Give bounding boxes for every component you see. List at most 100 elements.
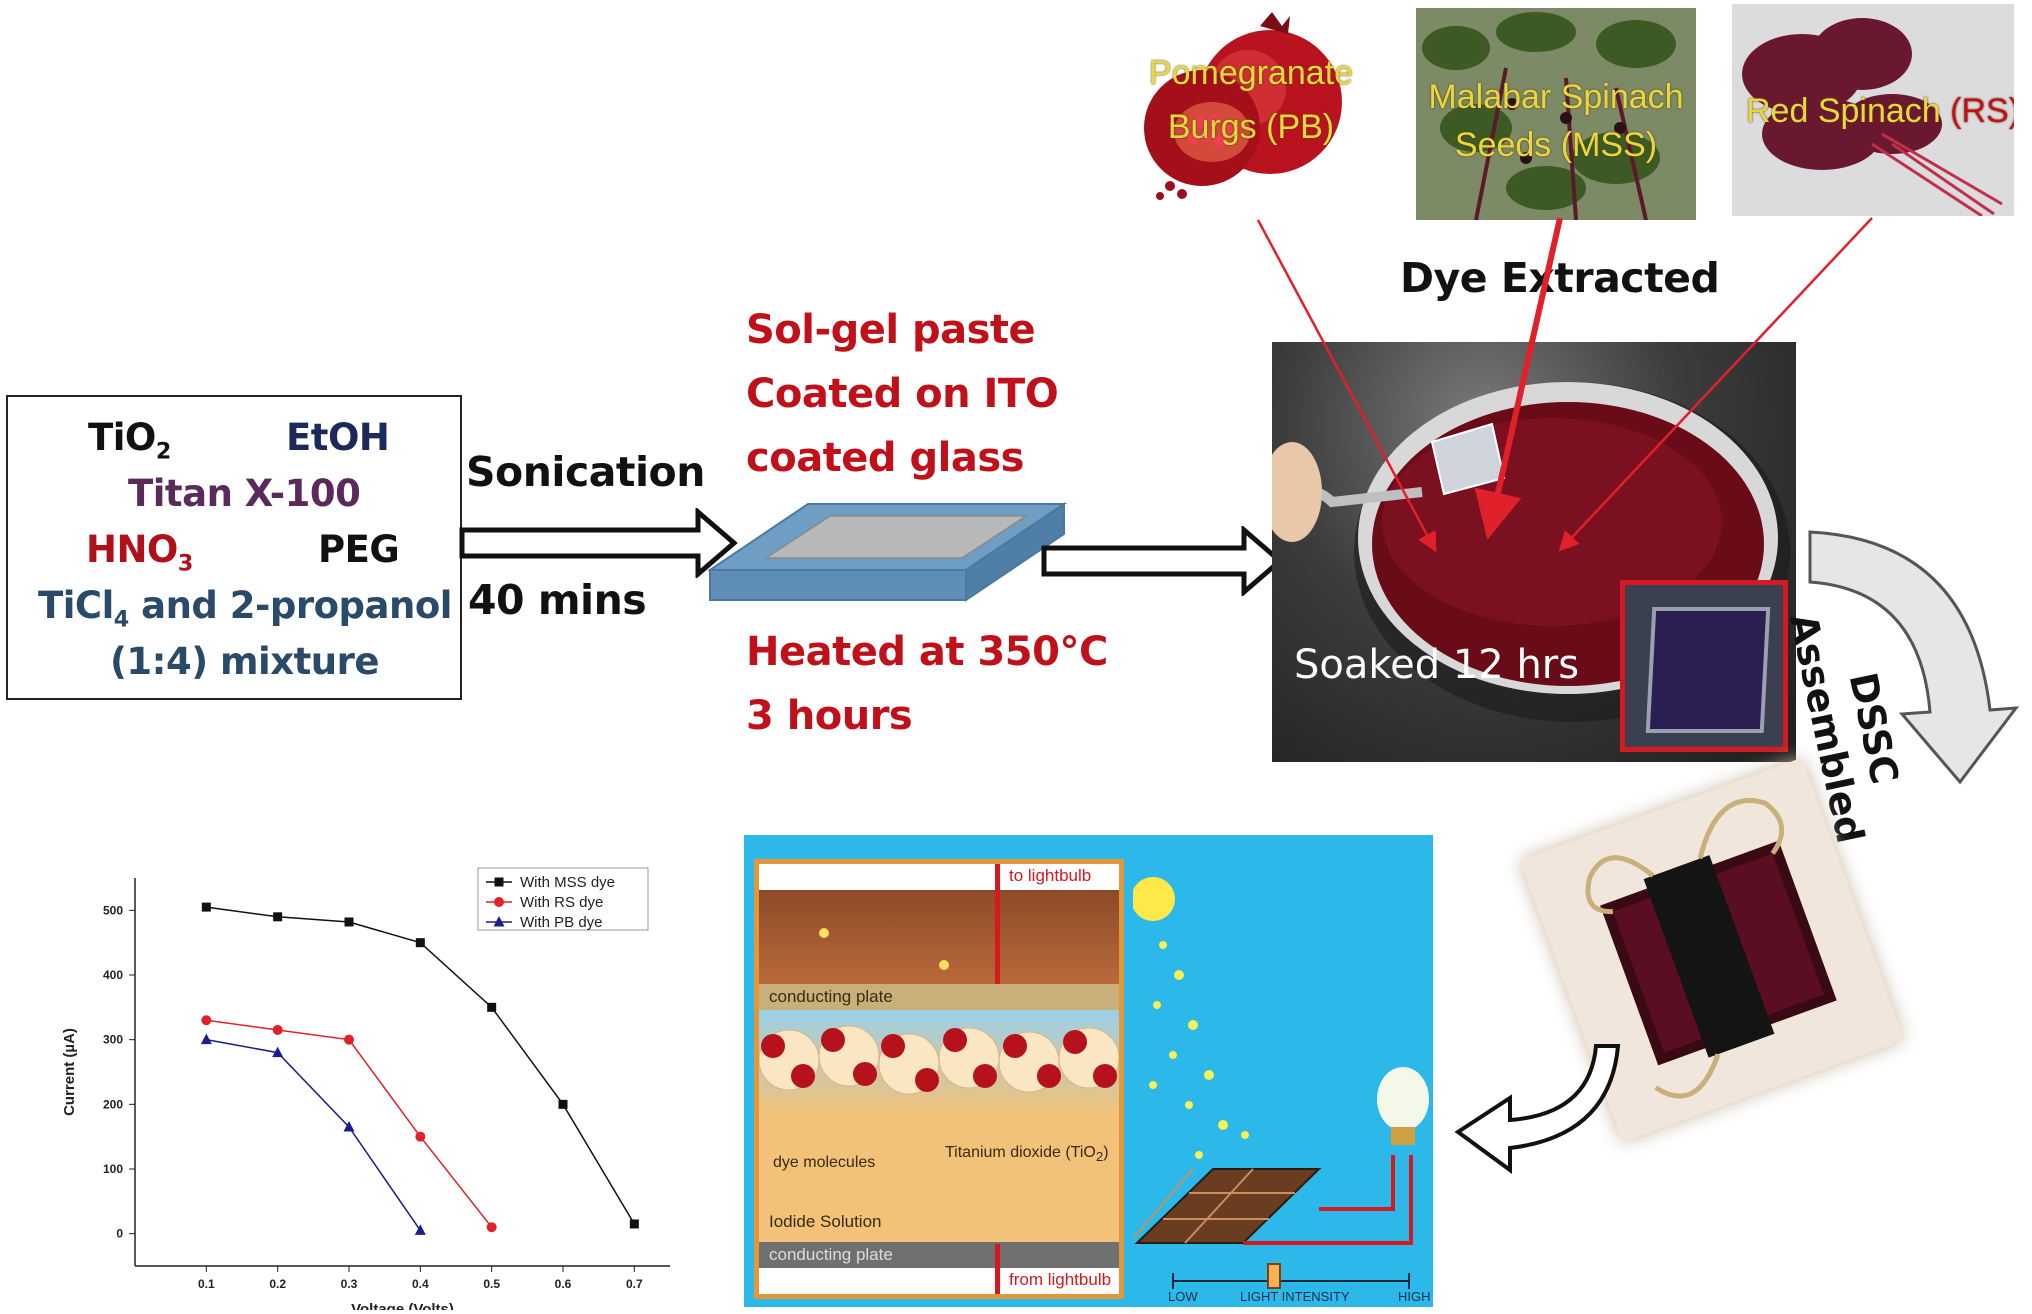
x-tick-label: 0.6 — [555, 1277, 572, 1291]
circle-marker — [494, 897, 504, 907]
pomegranate-image — [1144, 12, 1342, 200]
circle-marker — [272, 1024, 283, 1035]
y-tick-label: 400 — [103, 968, 123, 982]
mss-label-line2: Seeds (MSS) — [1454, 126, 1658, 164]
glass-slide-image — [708, 502, 1068, 602]
solgel-line2: Coated on ITO — [746, 371, 1059, 417]
legend-label: With RS dye — [520, 894, 603, 911]
triangle-marker — [272, 1046, 284, 1058]
square-marker — [273, 912, 283, 922]
malabar-spinach-image — [1416, 8, 1696, 220]
electrode-top — [759, 890, 1119, 984]
legend-label: With PB dye — [520, 914, 603, 931]
light-intensity-slider[interactable] — [1267, 1263, 1282, 1289]
ingredients-box: TiO2 EtOH Titan X-100 HNO3 PEG TiCl4 and… — [6, 395, 462, 700]
titan-label: Titan X-100 — [128, 472, 361, 515]
iodide-solution-label: Iodide Solution — [769, 1212, 882, 1231]
etoh-label: EtOH — [286, 416, 390, 459]
solgel-line1: Sol-gel paste — [746, 307, 1036, 353]
duration-label: 40 mins — [468, 576, 647, 624]
bottom-strip — [759, 1268, 1119, 1294]
conducting-plate-top — [759, 984, 1119, 1010]
y-tick-label: 100 — [103, 1162, 123, 1176]
rs-label: Red Spinach (RS) — [1746, 92, 2014, 130]
arrow-right-icon — [1041, 526, 1284, 596]
series-circle — [201, 1015, 497, 1233]
series-triangle — [200, 1033, 426, 1235]
x-tick-label: 0.4 — [412, 1277, 429, 1291]
soaked-slide-inset — [1620, 580, 1788, 752]
square-marker — [415, 938, 425, 948]
tio2-label: TiO2 — [88, 416, 171, 465]
sunlight-scene-image — [1133, 877, 1429, 1289]
x-axis-label: Voltage (Volts) — [351, 1301, 454, 1310]
triangle-marker — [493, 916, 505, 927]
x-tick-label: 0.5 — [483, 1277, 500, 1291]
legend-label: With MSS dye — [520, 874, 615, 891]
series-line — [206, 906, 635, 1225]
assembled-dssc-photo — [1519, 757, 1905, 1143]
soaking-dish-photo: Soaked 12 hrs — [1272, 342, 1796, 762]
circle-marker — [201, 1015, 212, 1026]
binder-clip-cell-image — [1585, 798, 1837, 1099]
dye-molecules-label: dye molecules — [773, 1154, 876, 1171]
red-spinach-image — [1732, 4, 2014, 216]
pb-label-line1: Pomegranate — [1148, 54, 1354, 92]
arrow-right-icon — [459, 508, 738, 578]
return-arrow-icon — [1454, 1044, 1621, 1174]
circle-marker — [415, 1131, 426, 1142]
conducting-plate-bottom — [759, 1242, 1119, 1268]
x-tick-label: 0.3 — [341, 1277, 358, 1291]
high-label: HIGH — [1398, 1289, 1431, 1304]
heat-line1: Heated at 350°C — [746, 629, 1108, 675]
top-strip — [759, 864, 1119, 890]
square-marker — [494, 877, 504, 887]
square-marker — [629, 1219, 639, 1229]
peg-label: PEG — [318, 528, 400, 571]
y-tick-label: 500 — [103, 903, 123, 917]
heat-line2: 3 hours — [746, 693, 913, 739]
x-tick-label: 0.2 — [269, 1277, 286, 1291]
dye-molecules-image — [758, 1025, 1120, 1095]
from-lightbulb-label: from lightbulb — [1009, 1270, 1112, 1289]
sonication-label: Sonication — [466, 448, 705, 496]
series-square — [201, 902, 639, 1229]
red-spinach-photo: Red Spinach (RS) — [1732, 4, 2014, 216]
light-intensity-label: LIGHT INTENSITY — [1240, 1289, 1350, 1304]
circle-marker — [486, 1222, 497, 1233]
square-marker — [344, 917, 354, 927]
mss-label-line1: Malabar Spinach — [1428, 78, 1684, 116]
curved-arrow-icon — [1808, 530, 2020, 785]
circle-marker — [344, 1034, 354, 1045]
solgel-line3: coated glass — [746, 435, 1024, 481]
triangle-marker — [343, 1120, 355, 1132]
triangle-marker — [414, 1224, 426, 1235]
ticl4-label: TiCl4 and 2-propanol — [38, 584, 452, 633]
cell-cross-section: to lightbulb conducting plate dye molecu… — [754, 859, 1124, 1299]
square-marker — [487, 1002, 497, 1012]
conducting-plate-bottom-label: conducting plate — [769, 1245, 893, 1264]
mixture-label: (1:4) mixture — [110, 640, 379, 683]
square-marker — [201, 902, 211, 912]
dssc-illustration: to lightbulb conducting plate dye molecu… — [744, 835, 1433, 1307]
conducting-plate-top-label: conducting plate — [769, 987, 893, 1006]
x-tick-label: 0.1 — [198, 1277, 215, 1291]
square-marker — [558, 1099, 568, 1109]
dye-extracted-label: Dye Extracted — [1400, 254, 1720, 302]
series-line — [206, 1038, 421, 1231]
low-label: LOW — [1168, 1289, 1198, 1304]
y-tick-label: 300 — [103, 1033, 123, 1047]
y-axis-label: Current (µA) — [61, 1028, 78, 1116]
y-tick-label: 0 — [116, 1227, 123, 1241]
electron-dot — [939, 960, 949, 970]
pb-label-line2: Burgs (PB) — [1167, 108, 1335, 146]
triangle-marker — [200, 1033, 212, 1045]
wire-top — [995, 864, 1000, 984]
pomegranate-photo: Pomegranate Burgs (PB) — [1120, 10, 1384, 202]
wire-bottom — [995, 1244, 1000, 1294]
electron-dot — [819, 928, 829, 938]
dyed-slide-image — [1645, 607, 1771, 733]
